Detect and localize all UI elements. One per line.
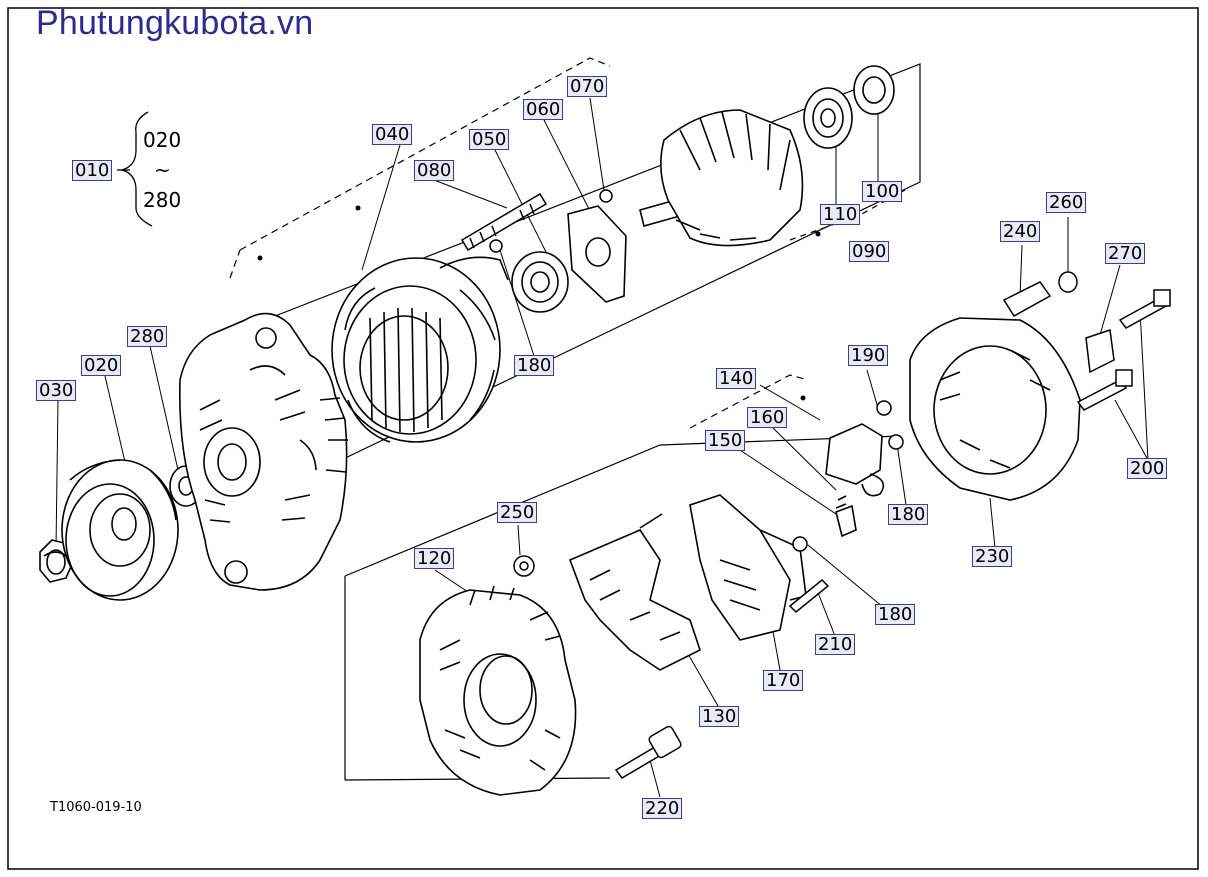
- part-label-150[interactable]: 150: [705, 430, 746, 451]
- part-label-010[interactable]: 010: [72, 160, 113, 181]
- part-label-170[interactable]: 170: [763, 670, 804, 691]
- part-label-100[interactable]: 100: [862, 181, 903, 202]
- stud-bolt-part: [460, 192, 548, 252]
- part-label-230[interactable]: 230: [972, 546, 1013, 567]
- part-label-030[interactable]: 030: [36, 380, 77, 401]
- rectifier-part: [568, 513, 701, 671]
- stator-part: [331, 256, 509, 443]
- part-label-140[interactable]: 140: [716, 368, 757, 389]
- drawing-code: T1060-019-10: [50, 800, 142, 815]
- drawing-border: [7, 7, 1199, 870]
- assembly-markers: [257, 205, 821, 401]
- part-label-270[interactable]: 270: [1105, 243, 1146, 264]
- part-label-280[interactable]: 280: [127, 326, 168, 347]
- site-title: Phutungkubota.vn: [36, 4, 314, 42]
- rear-bearing-part: [803, 87, 853, 149]
- retainer-plate-part: [567, 205, 627, 303]
- part-label-080[interactable]: 080: [414, 160, 455, 181]
- part-label-040[interactable]: 040: [372, 124, 413, 145]
- range-from: 020: [143, 128, 182, 152]
- part-label-210[interactable]: 210: [815, 634, 856, 655]
- part-label-110[interactable]: 110: [820, 204, 861, 225]
- part-label-250[interactable]: 250: [497, 502, 538, 523]
- part-label-250-260[interactable]: 260: [1046, 192, 1087, 213]
- part-label-190[interactable]: 190: [848, 345, 889, 366]
- rotor-part: [639, 109, 804, 247]
- range-to: 280: [143, 188, 182, 212]
- bearing-part: [511, 251, 569, 313]
- assembly-boundary-lines: [229, 57, 921, 781]
- bearing-cover-part: [853, 65, 895, 115]
- part-label-200[interactable]: 200: [1127, 458, 1168, 479]
- part-label-160[interactable]: 160: [747, 407, 788, 428]
- part-label-180-brush[interactable]: 180: [888, 504, 929, 525]
- leader-lines: [55, 97, 1149, 798]
- part-label-130[interactable]: 130: [699, 706, 740, 727]
- bolt-part: [614, 725, 682, 779]
- part-label-240[interactable]: 240: [1000, 221, 1041, 242]
- part-label-060[interactable]: 060: [523, 99, 564, 120]
- part-label-180-stator[interactable]: 180: [514, 355, 555, 376]
- rear-housing-part: [419, 585, 577, 796]
- part-label-020[interactable]: 020: [81, 355, 122, 376]
- part-label-120[interactable]: 120: [414, 548, 455, 569]
- part-label-090[interactable]: 090: [849, 241, 890, 262]
- front-housing-part: [178, 312, 348, 591]
- part-label-050[interactable]: 050: [469, 129, 510, 150]
- screws-part: [513, 400, 904, 614]
- small-screw-part: [489, 189, 613, 253]
- range-bracket: [117, 111, 153, 227]
- pulley-part: [61, 459, 179, 601]
- brush-holder-part: [825, 423, 885, 538]
- terminal-parts: [1002, 271, 1171, 411]
- regulator-part: [689, 494, 807, 641]
- range-tilde: ~: [154, 158, 171, 182]
- part-label-070[interactable]: 070: [567, 76, 608, 97]
- rear-cover-part: [909, 317, 1081, 501]
- part-label-180-regulator[interactable]: 180: [875, 604, 916, 625]
- part-label-220[interactable]: 220: [642, 798, 683, 819]
